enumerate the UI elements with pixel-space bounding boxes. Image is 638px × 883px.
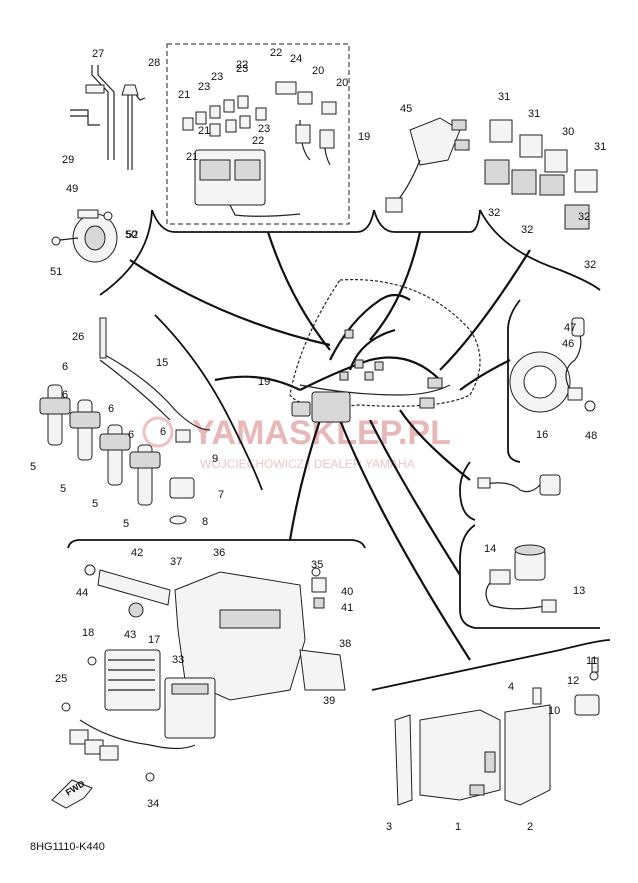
speed-sensor-rotor [509, 317, 596, 413]
callout-28: 28 [148, 57, 160, 69]
callout-46: 46 [562, 338, 574, 350]
callout-6: 6 [128, 429, 134, 441]
callout-21: 21 [198, 125, 210, 137]
forward-arrow: FWD [51, 778, 93, 809]
callout-50: 50 [125, 229, 137, 241]
callout-22: 22 [270, 47, 282, 59]
diagram-code: 8HG1110-K440 [30, 841, 105, 853]
callout-38: 38 [339, 638, 351, 650]
callout-31: 31 [528, 108, 540, 120]
callout-27: 27 [92, 48, 104, 60]
callout-5: 5 [92, 498, 98, 510]
callout-32: 32 [578, 211, 590, 223]
callout-35: 35 [311, 559, 323, 571]
main-switch [385, 117, 470, 213]
callout-32: 32 [521, 224, 533, 236]
callout-5: 5 [60, 483, 66, 495]
callout-5: 5 [30, 461, 36, 473]
callout-26: 26 [72, 331, 84, 343]
callout-42: 42 [131, 547, 143, 559]
callout-7: 7 [218, 489, 224, 501]
callout-22: 22 [236, 59, 248, 71]
cable-clamps [70, 65, 146, 170]
callout-23: 23 [258, 123, 270, 135]
callout-36: 36 [213, 547, 225, 559]
callout-11: 11 [586, 655, 597, 667]
callout-12: 12 [567, 675, 579, 687]
callout-2: 2 [527, 821, 533, 833]
callout-21: 21 [186, 151, 198, 163]
callout-19: 19 [258, 376, 270, 388]
callout-32: 32 [488, 207, 500, 219]
callout-13: 13 [573, 585, 585, 597]
callout-20: 20 [336, 77, 348, 89]
ecu-assembly [394, 657, 600, 806]
callout-44: 44 [76, 587, 88, 599]
callout-33: 33 [172, 654, 184, 666]
callout-6: 6 [160, 426, 166, 438]
callout-10: 10 [548, 705, 560, 717]
callout-15: 15 [156, 357, 168, 369]
callout-16: 16 [536, 429, 548, 441]
ignition-coils [39, 317, 211, 525]
callout-6: 6 [62, 389, 68, 401]
callout-39: 39 [323, 695, 335, 707]
callout-6: 6 [62, 361, 68, 373]
main-wire-harness [289, 278, 481, 423]
callout-20: 20 [312, 65, 324, 77]
callout-6: 6 [108, 403, 114, 415]
callout-5: 5 [123, 518, 129, 530]
callout-32: 32 [584, 259, 596, 271]
harness-leaders [129, 231, 531, 661]
callout-45: 45 [400, 103, 412, 115]
callout-23: 23 [236, 63, 248, 75]
callout-48: 48 [585, 430, 597, 442]
callout-51: 51 [50, 266, 62, 278]
callout-17: 17 [148, 634, 160, 646]
callout-25: 25 [55, 673, 67, 685]
section-frames [67, 43, 611, 691]
callout-19: 19 [358, 131, 370, 143]
callout-3: 3 [386, 821, 392, 833]
callout-52: 52 [126, 229, 138, 241]
fuse-box [182, 81, 337, 217]
callout-40: 40 [341, 586, 353, 598]
callout-9: 9 [212, 453, 218, 465]
callout-23: 23 [211, 71, 223, 83]
callout-34: 34 [147, 798, 159, 810]
pressure-switch [485, 544, 557, 613]
bottom-left-parts [61, 564, 346, 782]
sensor-16 [477, 474, 561, 496]
callout-37: 37 [170, 556, 182, 568]
callout-24: 24 [290, 53, 302, 65]
callout-31: 31 [498, 91, 510, 103]
callout-4: 4 [508, 681, 514, 693]
callout-23: 23 [198, 81, 210, 93]
callout-14: 14 [484, 543, 496, 555]
callout-21: 21 [178, 89, 190, 101]
callout-29: 29 [62, 154, 74, 166]
callout-8: 8 [202, 516, 208, 528]
callout-49: 49 [66, 183, 78, 195]
callout-47: 47 [564, 322, 576, 334]
callout-43: 43 [124, 629, 136, 641]
callout-30: 30 [562, 126, 574, 138]
callout-1: 1 [455, 821, 461, 833]
relays [484, 119, 598, 230]
callout-31: 31 [594, 141, 606, 153]
horn [51, 209, 118, 263]
callout-22: 22 [252, 135, 264, 147]
callout-18: 18 [82, 627, 94, 639]
callout-41: 41 [341, 602, 353, 614]
